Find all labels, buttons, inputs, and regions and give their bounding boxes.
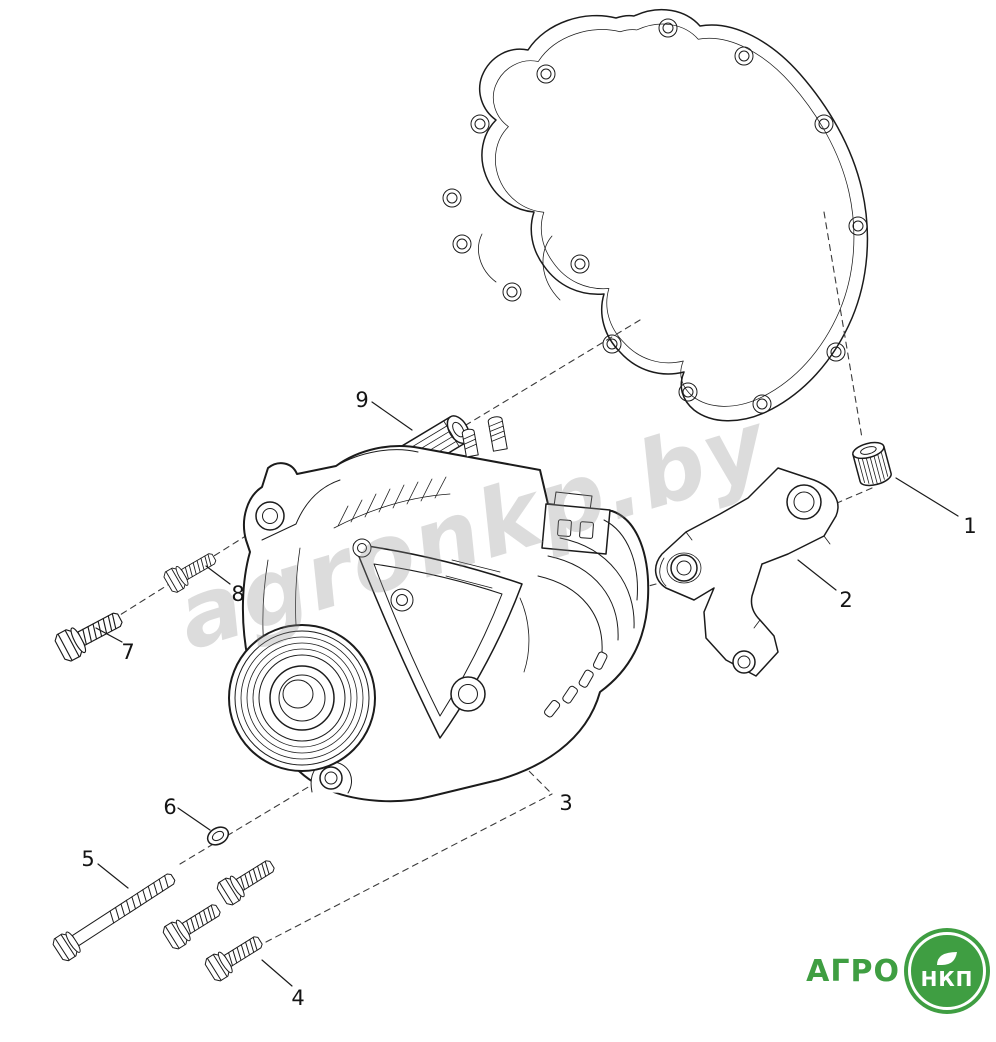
callout-label-8: 8 — [231, 582, 244, 606]
part-2-bracket — [654, 467, 839, 677]
part-4-bolt-2 — [160, 897, 226, 952]
part-4-bolt-1 — [214, 853, 280, 908]
callout-label-3: 3 — [559, 791, 572, 815]
callout-label-4: 4 — [291, 986, 304, 1010]
callout-label-6: 6 — [163, 795, 176, 819]
callout-label-2: 2 — [839, 588, 852, 612]
callout-label-5: 5 — [81, 847, 94, 871]
part-3-alternator — [228, 416, 650, 803]
logo-badge: НКП — [904, 928, 990, 1014]
part-4-bolt-3 — [202, 929, 268, 984]
brand-logo: АГРО НКП — [806, 928, 990, 1014]
logo-text-agro: АГРО — [806, 953, 900, 989]
callout-label-1: 1 — [963, 514, 976, 538]
callout-leader-lines — [95, 401, 959, 987]
part-5-long-bolt — [50, 865, 181, 964]
logo-text-nkp: НКП — [920, 967, 974, 991]
callout-label-7: 7 — [121, 640, 134, 664]
gasket-cover-plate — [442, 8, 869, 422]
pulley — [228, 624, 376, 772]
leaf-icon — [937, 952, 957, 965]
part-7-bolt — [52, 604, 128, 664]
callout-label-9: 9 — [355, 388, 368, 412]
part-6-washer — [206, 826, 230, 846]
part-1-bushing — [852, 441, 892, 487]
